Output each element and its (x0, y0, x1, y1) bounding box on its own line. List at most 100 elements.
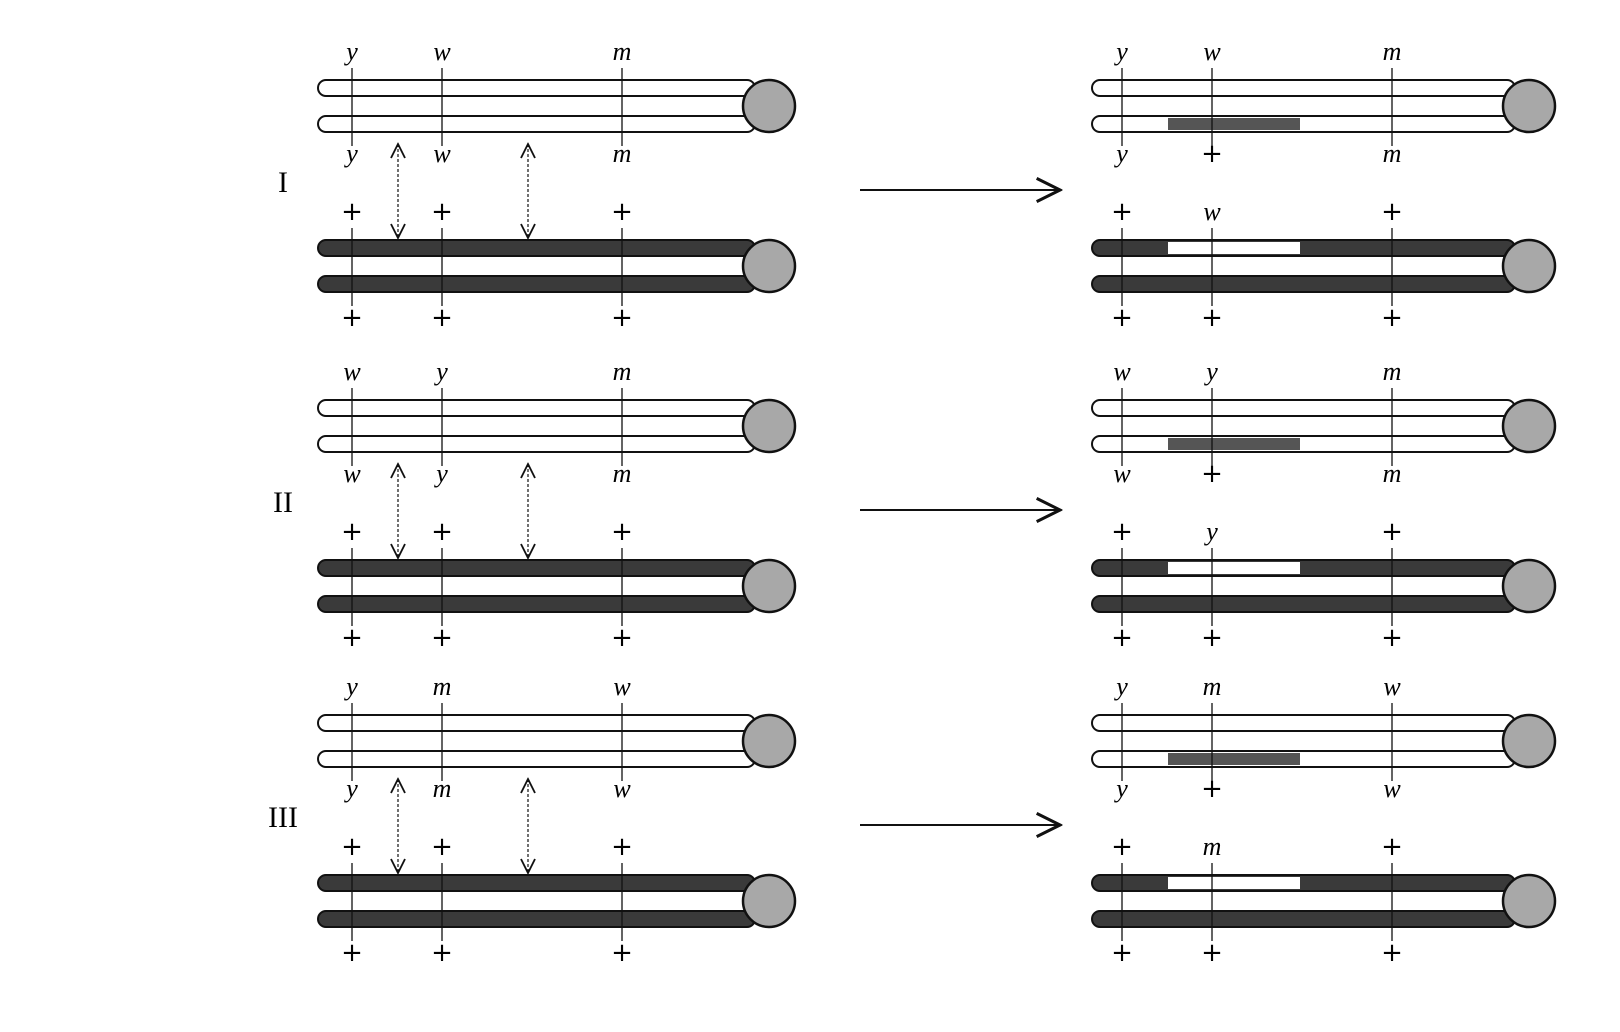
top-label: m (613, 357, 632, 386)
result-lower-top-label: + (1111, 517, 1133, 547)
chromatid-upper (317, 874, 756, 892)
exchanged-segment (1168, 877, 1300, 889)
result-bottom-label: + (1381, 303, 1403, 333)
lower-top-label: + (611, 517, 633, 547)
centromere (1501, 713, 1557, 769)
chromosome-parental-lower (317, 873, 797, 929)
result-top-label: w (1383, 672, 1401, 701)
top-label: m (433, 672, 452, 701)
result-mid-label: y (1113, 139, 1128, 168)
chromosome-recombinant-lower (1091, 873, 1557, 929)
chromatid-lower (317, 275, 756, 293)
chromatid-upper (317, 239, 756, 257)
centromere (1501, 398, 1557, 454)
centromere (741, 78, 797, 134)
result-mid-label: + (1201, 774, 1223, 804)
chromosome-recombinant-upper (1091, 398, 1557, 454)
chromosome-parental-upper (317, 713, 797, 769)
result-top-label: y (1113, 37, 1128, 66)
mid-label: w (613, 774, 631, 803)
chromatid-lower (317, 435, 756, 453)
result-bottom-label: + (1111, 303, 1133, 333)
lower-top-label: + (611, 197, 633, 227)
bottom-label: + (431, 623, 453, 653)
chromatid-upper (317, 559, 756, 577)
centromere (741, 713, 797, 769)
result-top-label: m (1383, 357, 1402, 386)
mid-label: w (343, 459, 361, 488)
result-top-label: y (1203, 357, 1218, 386)
chromatid-upper (1091, 874, 1516, 892)
result-mid-label: + (1201, 459, 1223, 489)
result-bottom-label: + (1111, 938, 1133, 968)
top-label: y (433, 357, 448, 386)
bottom-label: + (611, 303, 633, 333)
result-lower-top-label: m (1203, 832, 1222, 861)
chromatid-upper (1091, 559, 1516, 577)
chromatid-lower (1091, 275, 1516, 293)
result-bottom-label: + (1201, 938, 1223, 968)
top-label: w (613, 672, 631, 701)
mid-label: w (433, 139, 451, 168)
centromere (1501, 238, 1557, 294)
chromosome-parental-upper (317, 78, 797, 134)
lower-top-label: + (341, 197, 363, 227)
chromosome-recombinant-lower (1091, 238, 1557, 294)
mid-label: y (433, 459, 448, 488)
bottom-label: + (611, 623, 633, 653)
chromatid-lower (1091, 910, 1516, 928)
lower-top-label: + (341, 832, 363, 862)
result-top-label: m (1203, 672, 1222, 701)
panel-numeral: III (268, 801, 298, 834)
centromere (1501, 558, 1557, 614)
lower-top-label: + (341, 517, 363, 547)
result-bottom-label: + (1381, 938, 1403, 968)
chromatid-upper (1091, 239, 1516, 257)
lower-top-label: + (611, 832, 633, 862)
panel-numeral: I (278, 166, 288, 199)
result-bottom-label: + (1201, 623, 1223, 653)
result-mid-label: m (1383, 459, 1402, 488)
result-lower-top-label: + (1111, 832, 1133, 862)
result-bottom-label: + (1201, 303, 1223, 333)
result-lower-top-label: + (1381, 832, 1403, 862)
result-lower-top-label: + (1381, 197, 1403, 227)
chromatid-lower (1091, 595, 1516, 613)
chromatid-lower (317, 750, 756, 768)
chromosome-parental-lower (317, 238, 797, 294)
top-label: w (343, 357, 361, 386)
chromatid-lower (317, 910, 756, 928)
chromatid-upper (317, 399, 756, 417)
chromosome-parental-upper (317, 398, 797, 454)
top-label: w (433, 37, 451, 66)
result-mid-label: + (1201, 139, 1223, 169)
result-top-label: m (1383, 37, 1402, 66)
result-mid-label: w (1113, 459, 1131, 488)
bottom-label: + (431, 303, 453, 333)
centromere (741, 873, 797, 929)
top-label: y (343, 672, 358, 701)
result-lower-top-label: + (1111, 197, 1133, 227)
chromatid-lower (317, 595, 756, 613)
centromere (1501, 873, 1557, 929)
result-lower-top-label: w (1203, 197, 1221, 226)
mid-label: y (343, 139, 358, 168)
mid-label: m (613, 459, 632, 488)
exchanged-segment (1168, 118, 1300, 130)
result-top-label: y (1113, 672, 1128, 701)
mid-label: m (613, 139, 632, 168)
chromosome-recombinant-lower (1091, 558, 1557, 614)
result-mid-label: y (1113, 774, 1128, 803)
bottom-label: + (341, 623, 363, 653)
exchanged-segment (1168, 753, 1300, 765)
chromatid-lower (1091, 750, 1516, 768)
chromatid-lower (1091, 435, 1516, 453)
top-label: m (613, 37, 632, 66)
chromatid-lower (317, 115, 756, 133)
result-bottom-label: + (1111, 623, 1133, 653)
chromatid-upper (317, 714, 756, 732)
result-mid-label: w (1383, 774, 1401, 803)
chromatid-lower (1091, 115, 1516, 133)
